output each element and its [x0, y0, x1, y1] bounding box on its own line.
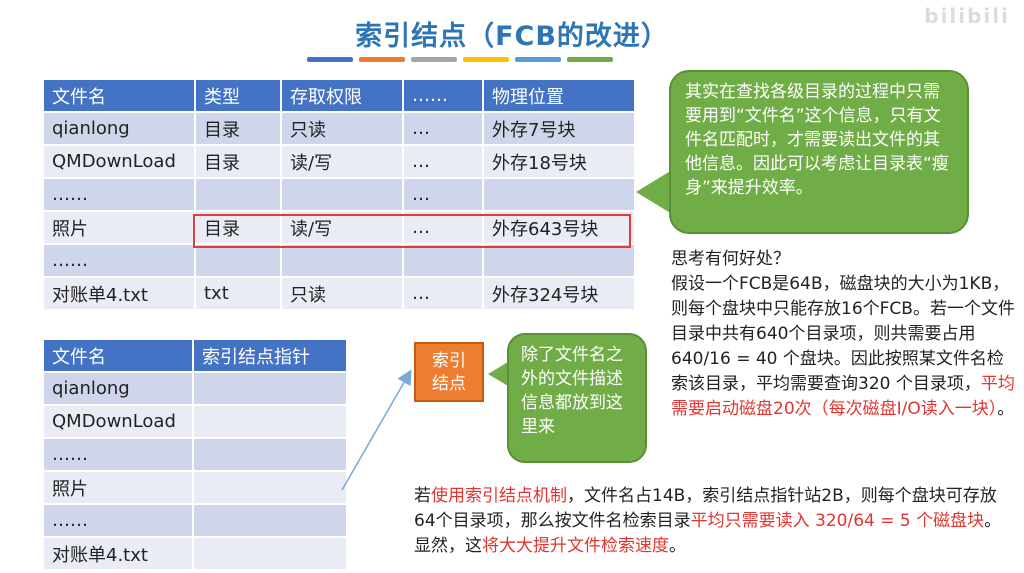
index-directory-table: 文件名 索引结点指针 qianlong QMDownLoad …… 照片 …… … [42, 338, 348, 571]
cell: …… [42, 243, 196, 278]
think-body: 假设一个FCB是64B，磁盘块的大小为1KB，则每个盘块中只能存放16个FCB。… [671, 274, 1015, 394]
cell: 照片 [42, 210, 196, 245]
table-row: 对账单4.txt [42, 536, 348, 571]
cell [402, 243, 484, 278]
header-index-pointer: 索引结点指针 [192, 338, 348, 373]
header-filename: 文件名 [42, 338, 194, 373]
color-bar-segment [359, 57, 405, 62]
header-filename: 文件名 [42, 78, 196, 113]
title-color-bar [307, 57, 613, 62]
cell: 外存324号块 [482, 276, 636, 311]
table-row: qianlong [42, 371, 348, 406]
cell: 目录 [194, 111, 282, 146]
bottom-p7: 。 [669, 536, 686, 556]
bottom-p2: 使用索引结点机制 [431, 486, 567, 506]
cell: txt [194, 276, 282, 311]
cell: qianlong [42, 371, 194, 406]
photo-row-highlight [193, 214, 631, 248]
table-row: …… [42, 243, 636, 278]
color-bar-segment [567, 57, 613, 62]
header-type: 类型 [194, 78, 282, 113]
color-bar-segment [515, 57, 561, 62]
cell [194, 177, 282, 212]
header-more: …… [402, 78, 484, 113]
table-row: …… [42, 503, 348, 538]
cell: 只读 [280, 111, 404, 146]
cell: QMDownLoad [42, 144, 196, 179]
table-row: 对账单4.txt txt 只读 … 外存324号块 [42, 276, 636, 311]
table-row: 照片 [42, 470, 348, 505]
cell: 对账单4.txt [42, 276, 196, 311]
cell: …… [42, 437, 194, 472]
cell [192, 470, 348, 505]
cell [192, 404, 348, 439]
cell [482, 243, 636, 278]
arrow-line [341, 369, 412, 491]
table-row: …… … [42, 177, 636, 212]
cell [192, 371, 348, 406]
cell: … [402, 111, 484, 146]
bottom-p6: 将大大提升文件检索速度 [482, 536, 669, 556]
benefit-analysis-text: 思考有何好处？ 假设一个FCB是64B，磁盘块的大小为1KB，则每个盘块中只能存… [671, 247, 1016, 422]
cell [280, 243, 404, 278]
callout-tail [636, 170, 672, 214]
color-bar-segment [411, 57, 457, 62]
think-end: 。 [997, 399, 1015, 419]
cell [194, 243, 282, 278]
slide-title: 索引结点（FCB的改进） [355, 21, 669, 52]
table-header-row: 文件名 索引结点指针 [42, 338, 348, 373]
table-row: …… [42, 437, 348, 472]
index-node-box: 索引 结点 [414, 342, 484, 402]
cell: QMDownLoad [42, 404, 194, 439]
cell: 外存7号块 [482, 111, 636, 146]
cell: 只读 [280, 276, 404, 311]
table-row: QMDownLoad [42, 404, 348, 439]
table-row: qianlong 目录 只读 … 外存7号块 [42, 111, 636, 146]
cell: … [402, 144, 484, 179]
cell [192, 536, 348, 571]
cell: qianlong [42, 111, 196, 146]
table-header-row: 文件名 类型 存取权限 …… 物理位置 [42, 78, 636, 113]
index-node-callout: 除了文件名之外的文件描述信息都放到这里来 [507, 333, 647, 463]
bottom-p3: ，文件名占14B，索引结点指针站2B，则每个盘块可存放64个目录项，那么按文件名… [414, 486, 997, 531]
table-row: QMDownLoad 目录 读/写 … 外存18号块 [42, 144, 636, 179]
cell: 读/写 [280, 144, 404, 179]
header-location: 物理位置 [482, 78, 636, 113]
bottom-p5: 。显然，这 [414, 511, 1002, 556]
cell: …… [42, 177, 196, 212]
think-title: 思考有何好处？ [671, 249, 790, 269]
cell [280, 177, 404, 212]
cell: 目录 [194, 144, 282, 179]
cell [482, 177, 636, 212]
cell [192, 503, 348, 538]
index-node-benefit-text: 若使用索引结点机制，文件名占14B，索引结点指针站2B，则每个盘块可存放64个目… [414, 484, 1014, 559]
cell: … [402, 276, 484, 311]
color-bar-segment [307, 57, 353, 62]
table-row: 照片 目录 读/写 … 外存643号块 [42, 210, 636, 245]
bilibili-watermark: bilibili [924, 4, 1010, 28]
cell: 照片 [42, 470, 194, 505]
index-node-label-1: 索引 [432, 351, 466, 371]
slim-directory-callout: 其实在查找各级目录的过程中只需要用到“文件名”这个信息，只有文件名匹配时，才需要… [669, 70, 969, 234]
cell [192, 437, 348, 472]
fcb-directory-table: 文件名 类型 存取权限 …… 物理位置 qianlong 目录 只读 … 外存7… [42, 78, 636, 311]
cell: … [402, 177, 484, 212]
color-bar-segment [463, 57, 509, 62]
bottom-p1: 若 [414, 486, 431, 506]
think-emphasis: 平均需要启动磁盘20次（每次磁盘I/O读入一块） [671, 374, 1015, 419]
cell: …… [42, 503, 194, 538]
index-node-label-2: 结点 [432, 374, 466, 394]
bottom-p4: 平均只需要读入 320/64 = 5 个磁盘块 [690, 511, 985, 531]
header-access: 存取权限 [280, 78, 404, 113]
cell: 对账单4.txt [42, 536, 194, 571]
callout-tail [488, 362, 508, 386]
cell: 外存18号块 [482, 144, 636, 179]
